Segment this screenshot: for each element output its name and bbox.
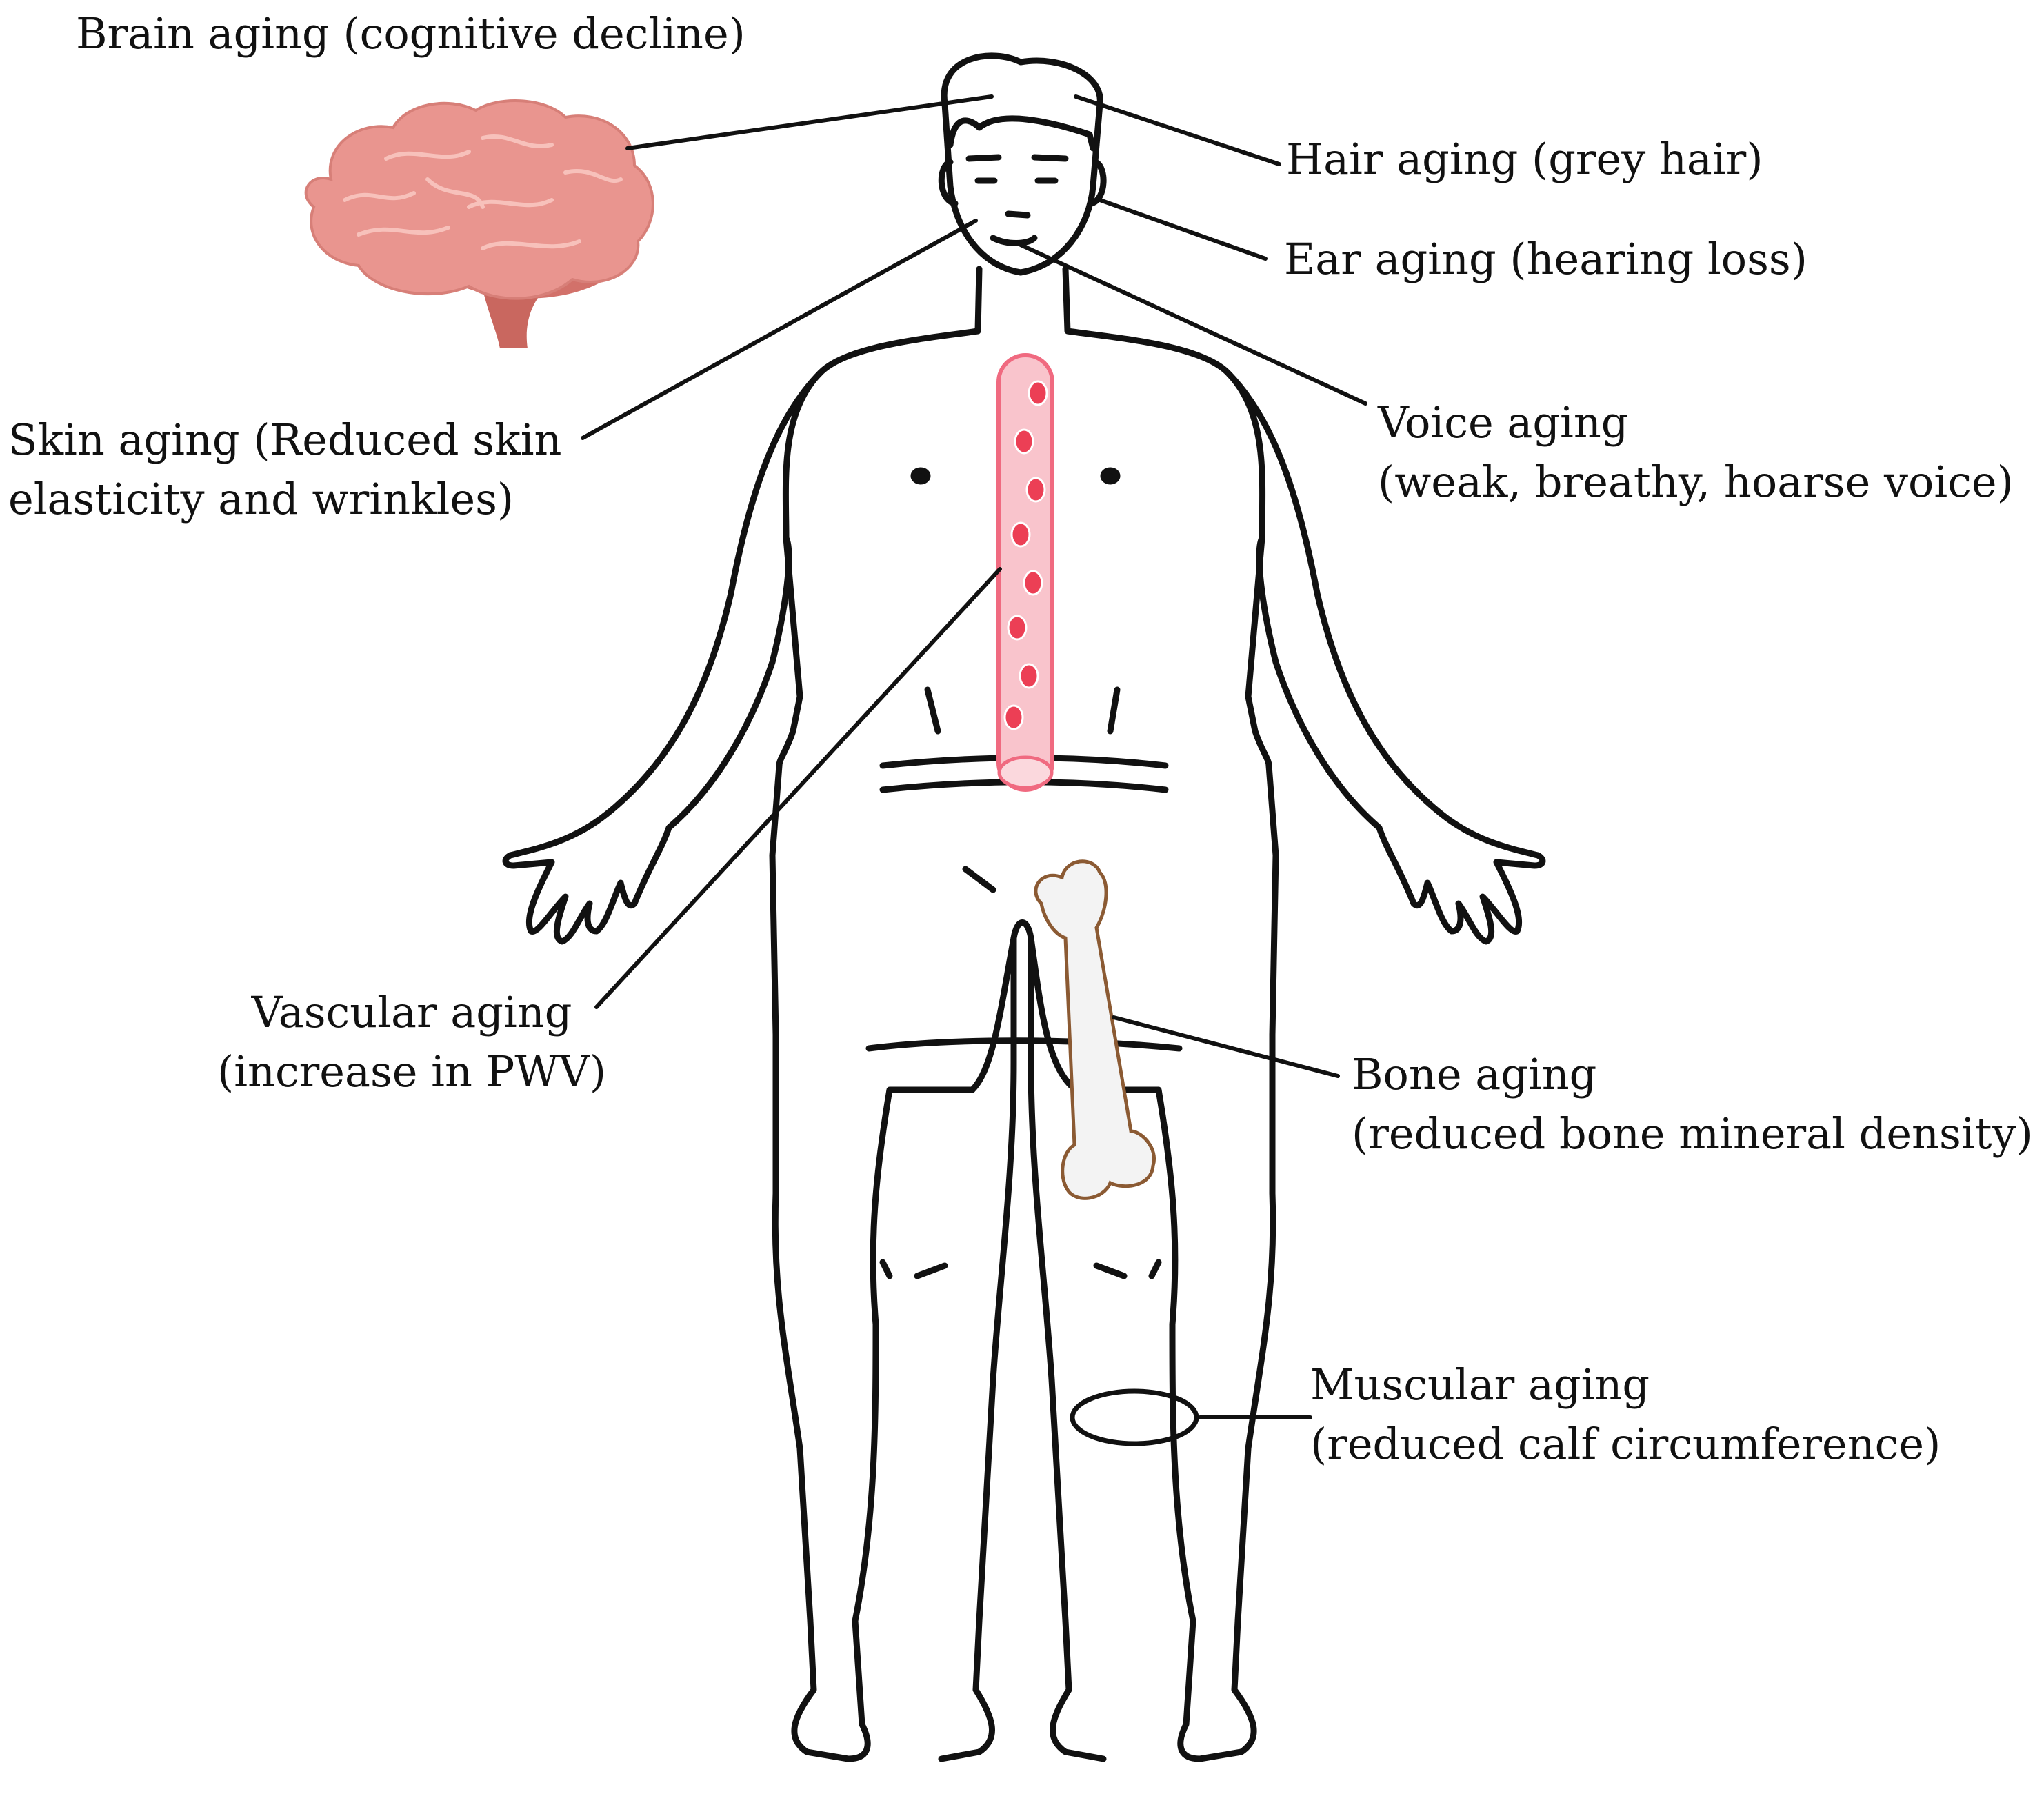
right-inner-leg — [1028, 935, 1107, 1762]
calf-circumference-marker — [1070, 1388, 1199, 1446]
ear-aging-label: Ear aging (hearing loss) — [1284, 230, 1807, 289]
torso-right — [1062, 266, 1279, 1762]
head-outline — [941, 52, 1103, 276]
skin-aging-label: Skin aging (Reduced skin elasticity and … — [8, 410, 561, 529]
brain-icon — [304, 99, 654, 348]
muscular-aging-label: Muscular aging (reduced calf circumferen… — [1310, 1355, 1941, 1474]
brain-aging-label: Brain aging (cognitive decline) — [76, 4, 745, 63]
hair-line — [947, 115, 1096, 152]
bone-aging-label: Bone aging (reduced bone mineral density… — [1352, 1045, 2033, 1164]
skin-aging-text-1: Skin aging (Reduced skin — [8, 415, 562, 465]
vascular-aging-label: Vascular aging (increase in PWV) — [217, 983, 606, 1102]
brain-leader — [625, 94, 994, 150]
skin-leader — [581, 219, 978, 440]
right-arm — [1224, 369, 1546, 945]
right-knee — [1093, 1259, 1162, 1279]
blood-cell — [1010, 521, 1031, 548]
muscular-aging-text-1: Muscular aging — [1310, 1359, 1650, 1410]
nose — [1005, 210, 1031, 219]
right-ear — [1088, 159, 1107, 207]
left-ear — [938, 159, 959, 207]
bone-leader — [1112, 1015, 1340, 1078]
blood-cell — [1003, 704, 1024, 730]
blood-cell — [1007, 615, 1028, 641]
blood-cell — [1025, 477, 1046, 503]
vessel-end — [997, 755, 1054, 790]
hair-aging-text: Hair aging (grey hair) — [1286, 134, 1763, 184]
left-eyebrow — [965, 154, 1002, 162]
left-ab-line — [924, 686, 941, 735]
blood-cell — [1019, 663, 1039, 689]
inner-legs — [969, 919, 1079, 1093]
blood-vessel-icon — [996, 353, 1054, 792]
voice-aging-label: Voice aging (weak, breathy, hoarse voice… — [1378, 393, 2014, 512]
hair-leader — [1074, 94, 1281, 166]
ear-aging-text: Ear aging (hearing loss) — [1284, 234, 1807, 284]
brain-folds — [343, 134, 623, 250]
bone-shape — [1034, 859, 1156, 1200]
brain-stem — [483, 290, 545, 348]
right-eyebrow — [1031, 154, 1069, 162]
right-nipple — [1100, 467, 1121, 485]
left-knee — [879, 1259, 948, 1279]
left-inner-leg — [938, 935, 1017, 1762]
left-arm — [502, 369, 824, 945]
hair-aging-label: Hair aging (grey hair) — [1286, 130, 1763, 189]
blood-cell — [1023, 570, 1043, 596]
bone-icon — [1034, 859, 1156, 1200]
ear-leader — [1098, 198, 1268, 261]
shorts-hem — [865, 1037, 1183, 1052]
leader-lines — [581, 94, 1367, 1419]
muscular-aging-text-2: (reduced calf circumference) — [1310, 1419, 1941, 1469]
voice-aging-text-1: Voice aging — [1378, 397, 1629, 448]
left-nipple — [910, 467, 931, 485]
bone-aging-text-1: Bone aging — [1352, 1049, 1597, 1099]
right-ab-line — [1107, 686, 1121, 735]
blood-cell — [1028, 380, 1048, 406]
brain-aging-text: Brain aging (cognitive decline) — [76, 8, 745, 59]
torso-left — [769, 266, 983, 1762]
vascular-aging-text-1: Vascular aging — [251, 987, 572, 1037]
bone-aging-text-2: (reduced bone mineral density) — [1352, 1108, 2033, 1159]
vascular-leader — [594, 567, 1002, 1009]
vascular-aging-text-2: (increase in PWV) — [217, 1046, 607, 1097]
blood-cell — [1014, 428, 1034, 455]
skin-aging-text-2: elasticity and wrinkles) — [8, 474, 514, 524]
mouth — [990, 235, 1038, 246]
voice-leader — [1019, 243, 1367, 406]
voice-aging-text-2: (weak, breathy, hoarse voice) — [1378, 457, 2014, 507]
human-body-outline — [502, 52, 1546, 1762]
